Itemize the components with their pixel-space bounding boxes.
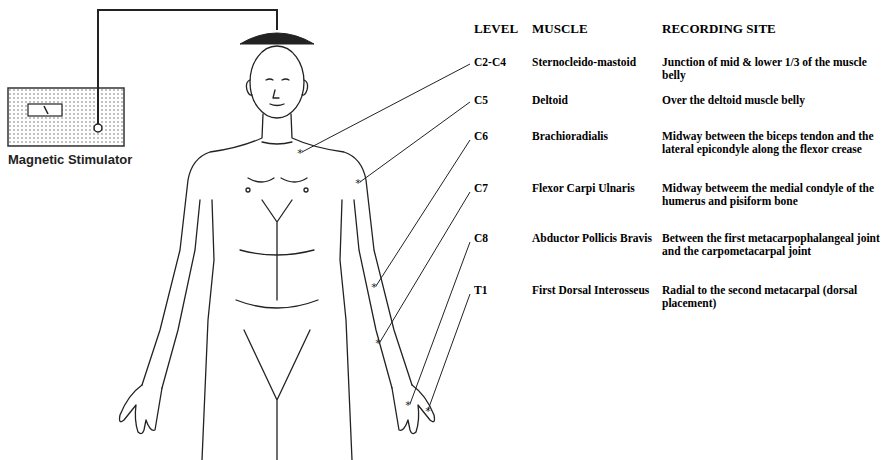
spinal-level: C8 [474,232,530,245]
svg-text:*: * [375,337,381,350]
muscle-name: Brachioradialis [532,130,658,143]
stimulator-cable [98,10,277,124]
column-header: MUSCLE [532,22,658,35]
recording-site: Midway between the biceps tendon and the… [662,130,888,156]
svg-text:*: * [405,399,411,412]
recording-site: Radial to the second metacarpal (dorsal … [662,284,888,310]
muscle-name: First Dorsal Interosseus [532,284,658,297]
human-figure [120,46,435,460]
svg-text:*: * [371,281,377,294]
magnetic-coil [240,33,314,44]
stimulator-device [8,88,124,146]
recording-site: Midway betweem the medial condyle of the… [662,182,888,208]
device-label: Magnetic Stimulator [8,152,132,167]
site-marks: * * * * * * [297,147,431,418]
spinal-level: C5 [474,94,530,107]
recording-site: Over the deltoid muscle belly [662,94,888,107]
column-header: LEVEL [474,22,530,35]
spinal-level: C2-C4 [474,56,530,69]
recording-site: Between the first metacarpophalangeal jo… [662,232,888,258]
muscle-name: Flexor Carpi Ulnaris [532,182,658,195]
spinal-level: C7 [474,182,530,195]
spinal-level: T1 [474,284,530,297]
muscle-name: Sternocleido-mastoid [532,56,658,69]
svg-text:*: * [425,405,431,418]
svg-text:*: * [355,177,361,190]
spinal-level: C6 [474,130,530,143]
column-header: RECORDING SITE [662,22,888,35]
recording-site: Junction of mid & lower 1/3 of the muscl… [662,56,888,82]
leader-lines [302,64,470,410]
muscle-name: Deltoid [532,94,658,107]
svg-text:*: * [297,147,303,160]
muscle-name: Abductor Pollicis Bravis [532,232,658,245]
device-name: Magnetic Stimulator [8,152,132,167]
